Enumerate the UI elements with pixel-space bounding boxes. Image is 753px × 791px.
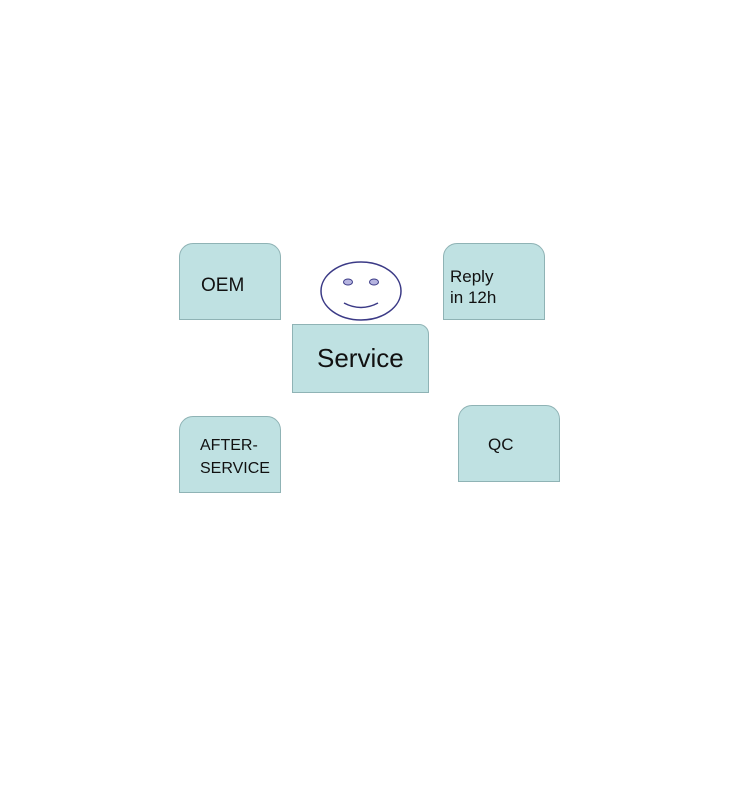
reply-label: Reply in 12h (450, 267, 497, 307)
service-card: Service (292, 324, 429, 393)
smiley-mouth (343, 302, 379, 309)
reply-card: Reply in 12h (443, 243, 545, 320)
smiley-face-outline (320, 261, 402, 321)
service-label: Service (317, 343, 404, 373)
after-service-card: AFTER- SERVICE (179, 416, 281, 493)
oem-card: OEM (179, 243, 281, 320)
oem-label: OEM (201, 275, 245, 296)
after-service-label: AFTER- SERVICE (200, 437, 270, 477)
smiley-left-eye (343, 278, 353, 286)
smiley-right-eye (369, 278, 379, 286)
smiley-face-icon (320, 261, 402, 321)
qc-card: QC (458, 405, 560, 482)
qc-label: QC (488, 435, 514, 454)
